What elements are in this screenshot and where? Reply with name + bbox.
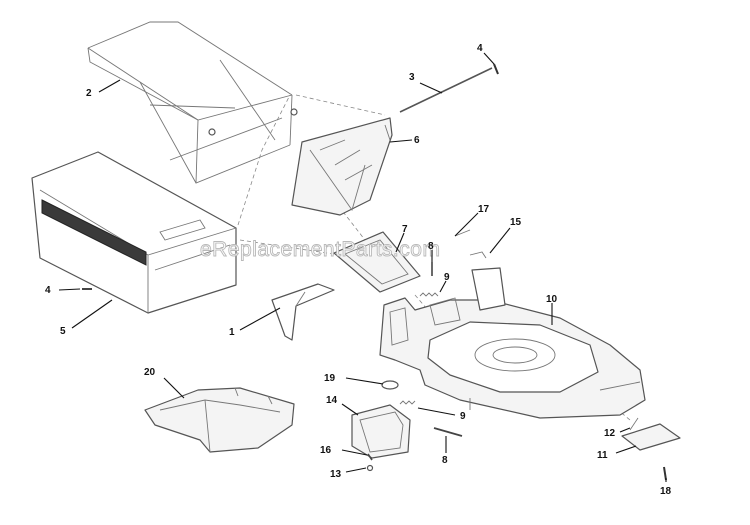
part-2-bag-frame[interactable] [87, 21, 298, 184]
callout-19: 19 [324, 373, 336, 384]
callout-16: 16 [320, 445, 332, 456]
callout-11: 11 [597, 450, 608, 461]
part-6-discharge-chute[interactable] [291, 117, 393, 216]
callout-1: 1 [229, 327, 235, 338]
callout-4-top: 4 [477, 43, 483, 54]
part-3-rod[interactable] [399, 67, 493, 113]
callout-17: 17 [478, 204, 490, 215]
part-1-bracket[interactable] [271, 283, 335, 341]
callout-9-lower: 9 [460, 411, 466, 422]
part-9-spring-lower[interactable] [399, 400, 416, 405]
callout-9-upper: 9 [444, 272, 450, 283]
part-5-grass-bag[interactable] [31, 151, 237, 314]
callout-8-upper: 8 [428, 241, 434, 252]
callout-12: 12 [604, 428, 616, 439]
callout-labels: 2 3 4 4 5 6 7 8 9 17 15 1 10 19 20 14 9 … [45, 43, 672, 497]
part-19-washer[interactable] [381, 380, 399, 390]
part-18-bolt[interactable] [663, 466, 667, 481]
part-15-bracket[interactable] [469, 251, 487, 259]
callout-2: 2 [86, 88, 92, 99]
part-16-screw[interactable] [367, 453, 373, 461]
part-9-spring-upper[interactable] [419, 292, 439, 297]
callout-14: 14 [326, 395, 338, 406]
callout-10: 10 [546, 294, 558, 305]
part-11-rear-flap[interactable] [621, 423, 681, 451]
part-20-side-chute[interactable] [144, 387, 295, 453]
callout-5: 5 [60, 326, 66, 337]
callout-15: 15 [510, 217, 522, 228]
callout-13: 13 [330, 469, 342, 480]
callout-20: 20 [144, 367, 156, 378]
callout-6: 6 [414, 135, 420, 146]
watermark-text: eReplacementParts.com [200, 238, 440, 261]
leader-lines [58, 52, 667, 482]
part-10-mower-deck[interactable] [379, 267, 646, 419]
part-12-spring[interactable] [629, 417, 639, 431]
callout-8-lower: 8 [442, 455, 448, 466]
part-8-pin-lower[interactable] [433, 427, 463, 437]
part-17-spring[interactable] [454, 229, 471, 237]
part-14-mulch-plug[interactable] [351, 404, 411, 459]
callout-7: 7 [402, 224, 408, 235]
part-4-pin-top[interactable] [493, 63, 499, 75]
callout-3: 3 [409, 72, 415, 83]
callout-4-left: 4 [45, 285, 51, 296]
part-13-nut[interactable] [366, 464, 374, 472]
part-7-rear-door[interactable] [333, 231, 421, 293]
callout-18: 18 [660, 486, 672, 497]
